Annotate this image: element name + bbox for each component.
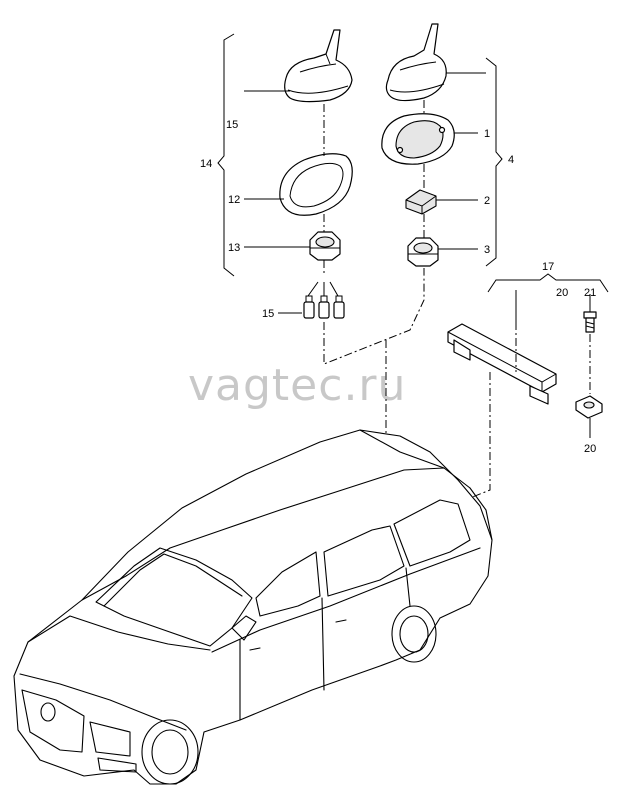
clip-20 <box>575 395 603 419</box>
pad-2 <box>405 189 437 215</box>
callout-17: 17 <box>542 261 554 273</box>
callout-12: 12 <box>228 194 240 206</box>
callout-3: 3 <box>484 244 490 256</box>
watermark: vagtec.ru <box>188 360 406 411</box>
antenna-cover-right <box>385 23 447 102</box>
callout-15-top: 15 <box>226 119 238 131</box>
callout-20-bottom: 20 <box>584 443 596 455</box>
callout-1: 1 <box>484 128 490 140</box>
bolt-21 <box>583 311 597 333</box>
antenna-cover-left <box>284 29 353 103</box>
callout-21: 21 <box>584 287 596 299</box>
bracket-17 <box>487 273 609 293</box>
antenna-gasket-left <box>279 153 353 216</box>
antenna-base-1 <box>381 113 455 165</box>
callout-14: 14 <box>200 158 212 170</box>
bracket-4 <box>485 57 503 267</box>
nut-right <box>407 237 439 267</box>
callout-2: 2 <box>484 195 490 207</box>
callout-15-bottom: 15 <box>262 308 274 320</box>
control-module-20 <box>447 323 557 405</box>
bracket-14 <box>217 33 235 277</box>
callout-13: 13 <box>228 242 240 254</box>
plugs-15 <box>303 281 345 319</box>
callout-20-top: 20 <box>556 287 568 299</box>
nut-left <box>309 231 341 261</box>
callout-4: 4 <box>508 154 514 166</box>
car-illustration <box>13 429 493 785</box>
